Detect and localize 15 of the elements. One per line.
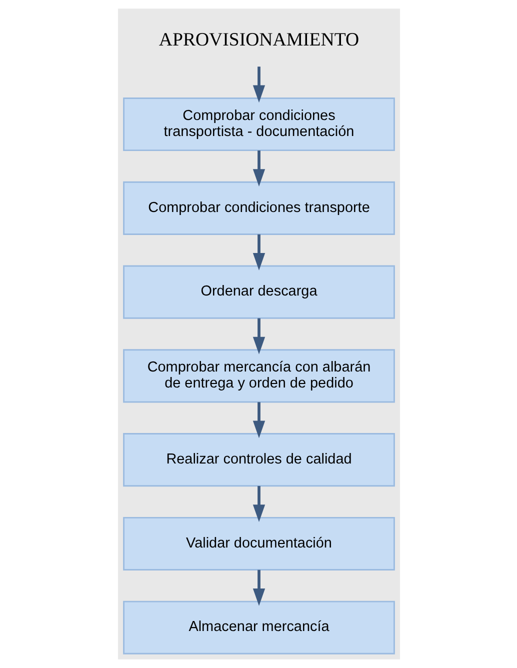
node-box: Comprobar condiciones transportista - documentación	[122, 98, 394, 152]
node-box: Comprobar mercancía con albarán de entrega y orden de pedido	[122, 349, 394, 403]
node-box: Almacenar mercancía	[122, 600, 394, 654]
node-box: Comprobar condiciones transporte	[122, 181, 394, 235]
node-box: Validar documentación	[122, 516, 394, 570]
arrow	[252, 318, 265, 354]
arrow	[252, 570, 265, 606]
node-box: Realizar controles de calidad	[122, 433, 394, 487]
arrow	[252, 402, 265, 438]
arrow	[252, 150, 265, 187]
arrow	[252, 66, 265, 103]
arrow	[252, 234, 265, 270]
node-text: APROVISIONAMIENTO	[158, 29, 359, 50]
node-box: Ordenar descarga	[122, 265, 394, 319]
arrow	[252, 486, 265, 522]
